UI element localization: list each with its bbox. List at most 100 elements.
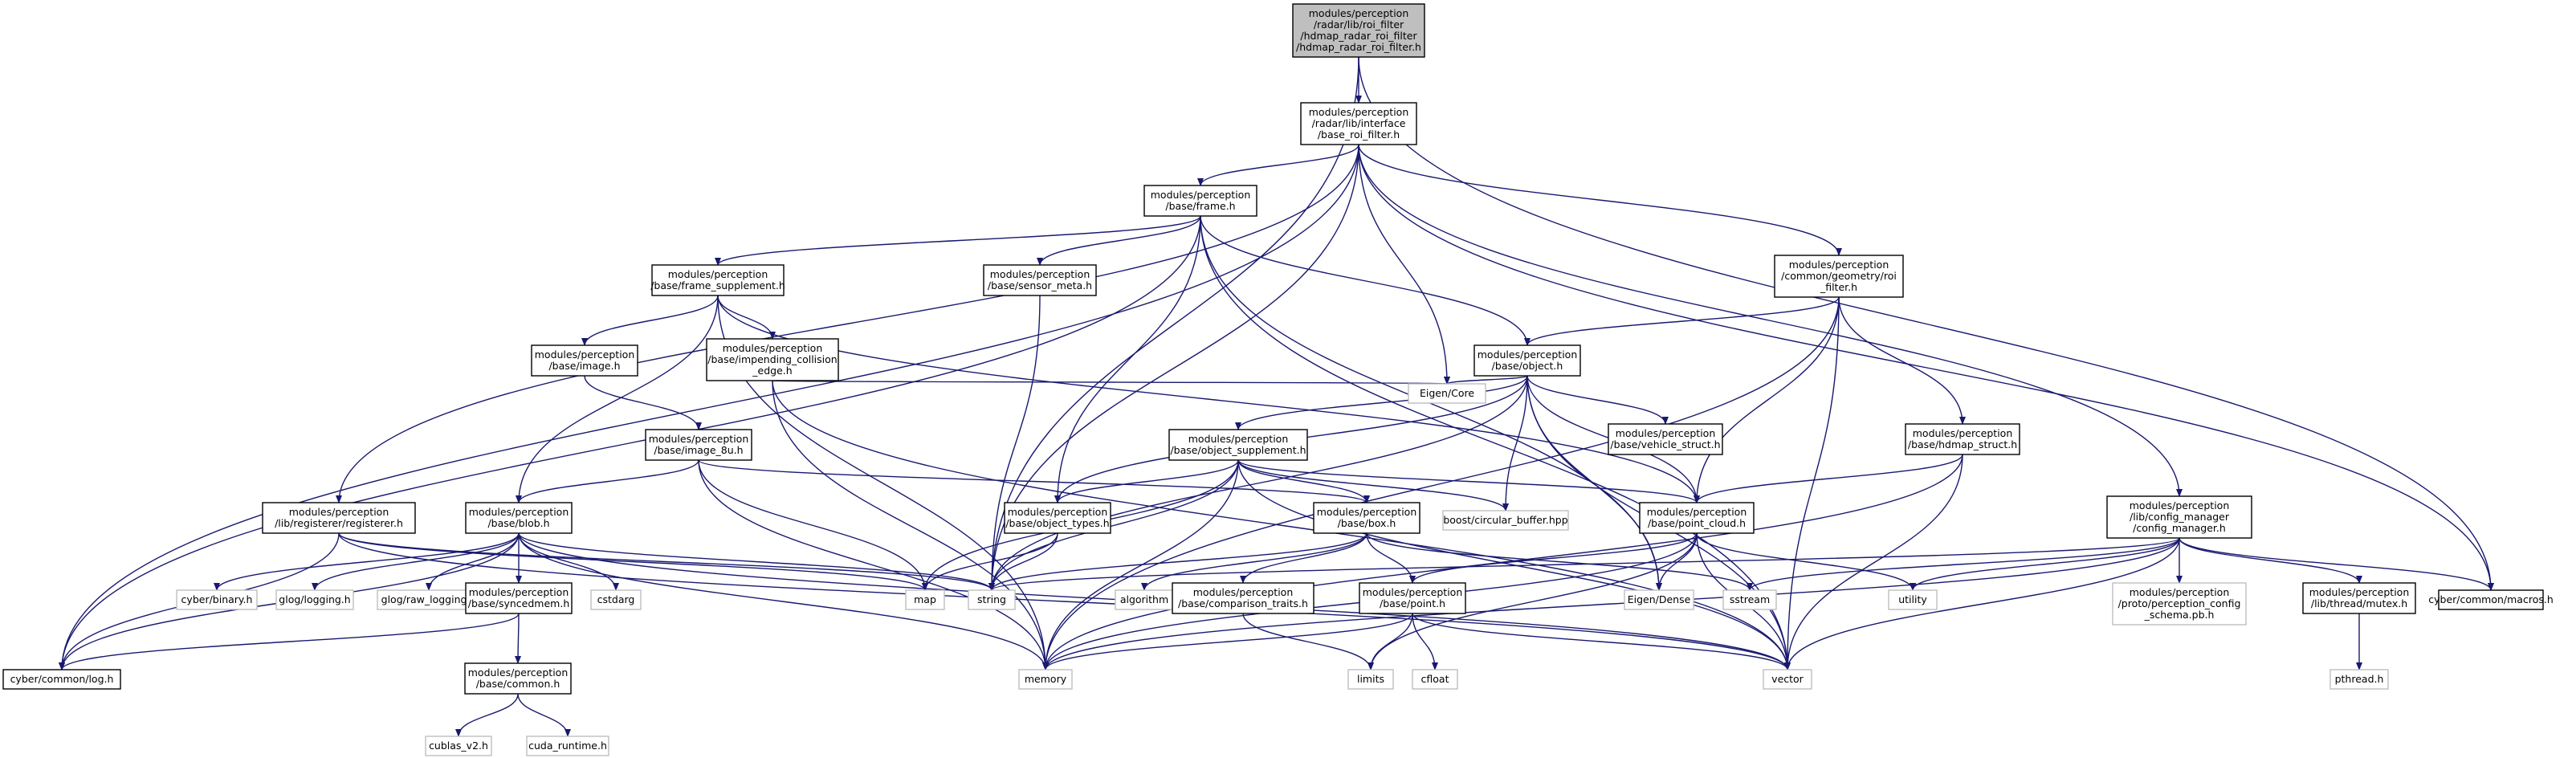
edge-obj-supp-to-circ-buf [1237,459,1509,511]
node-label-line: pthread.h [2335,673,2384,685]
node-mutex[interactable]: modules/perception/lib/thread/mutex.h [2302,582,2416,614]
edge-obj-types-to-string [988,532,1058,591]
node-box [1168,429,1308,461]
node-hdmap-struct[interactable]: modules/perception/base/hdmap_struct.h [1905,423,2020,455]
edge-roi-geom-to-hdmap-struct [1838,296,1966,425]
node-label-line: /base/impending_collision [707,353,837,365]
node-label-line: modules/perception [1913,427,2013,439]
edge-config-mgr-to-mutex [2179,537,2362,584]
edge-base-roi-to-roi-geom [1358,144,1842,256]
node-label-line: modules/perception [990,268,1090,280]
node-cfloat: cfloat [1412,669,1458,690]
node-box [1442,510,1569,531]
edge-image-to-image8u [584,375,702,430]
node-eigen-dense: Eigen/Dense [1624,589,1694,610]
node-label-line: _filter.h [1820,281,1857,293]
node-frame-supp[interactable]: modules/perception/base/frame_supplement… [650,264,785,296]
edge-point-to-limits [1367,613,1413,670]
node-label-line: /base/blob.h [487,517,549,529]
node-box [968,589,1016,610]
node-sensor-meta[interactable]: modules/perception/base/sensor_meta.h [983,264,1097,296]
edge-blob-to-memory [518,532,1049,670]
node-algorithm: algorithm [1115,589,1174,610]
node-label-line: /base/syncedmem.h [468,597,570,609]
node-glog-raw: glog/raw_logging.h [377,589,481,610]
node-label-line: _edge.h [752,365,792,377]
edge-config-mgr-to-vector [1784,537,2180,670]
node-blob[interactable]: modules/perception/base/blob.h [465,502,573,534]
node-roi-geom[interactable]: modules/perception/common/geometry/roi_f… [1774,255,1904,298]
node-box [1888,589,1938,610]
node-base-roi[interactable]: modules/perception/radar/lib/interface/b… [1300,102,1417,145]
node-box [1763,669,1812,690]
node-box [531,344,638,377]
node-box [2112,582,2247,626]
node-box [983,264,1097,296]
edge-obj-supp-to-vector [1237,459,1791,670]
node-box [2106,495,2252,539]
edge-base-roi-to-registerer [336,144,1359,503]
node-comparison[interactable]: modules/perception/base/comparison_trait… [1172,582,1314,614]
edge-point-cloud-to-limits [1367,532,1698,670]
node-label-line: /base/box.h [1338,517,1396,529]
edge-image8u-to-blob [516,459,699,503]
node-obj-supp[interactable]: modules/perception/base/object_supplemen… [1168,429,1308,461]
edge-config-mgr-to-sstream [1747,537,2180,591]
node-box [1292,3,1425,58]
node-box [1774,255,1904,298]
node-label-line: utility [1898,593,1927,605]
node-label-line: modules/perception [649,433,749,445]
edge-base-roi-to-config-mgr [1358,144,2183,497]
edge-box-to-comparison [1240,532,1367,584]
edge-image8u-to-map [698,459,928,591]
node-label-line: /base/frame.h [1165,200,1235,212]
node-box [1905,423,2020,455]
node-box [645,429,752,461]
node-config-mgr[interactable]: modules/perception/lib/config_manager/co… [2106,495,2252,539]
node-point-cloud[interactable]: modules/perception/base/point_cloud.h [1639,502,1755,534]
edge-point-to-cfloat [1412,613,1438,670]
node-label-line: cfloat [1421,673,1449,685]
edge-syncedmem-to-cyber-log [59,613,520,670]
node-image8u[interactable]: modules/perception/base/image_8u.h [645,429,752,461]
node-label-line: map [914,593,936,605]
edge-frame-supp-to-impending [717,295,776,340]
edge-roi-geom-to-memory [1042,296,1840,670]
edge-hdmap-struct-to-point-cloud [1694,454,1963,503]
node-box [176,589,258,610]
node-cyber-macros[interactable]: cyber/common/macros.h [2428,589,2554,610]
node-vector: vector [1763,669,1812,690]
node-box [1018,669,1073,690]
node-label-line: /config_manager.h [2133,522,2226,534]
node-image[interactable]: modules/perception/base/image.h [531,344,638,377]
node-box[interactable]: modules/perception/base/box.h [1313,502,1420,534]
node-label-line: modules/perception [2130,499,2230,511]
edge-blob-to-cstdarg [518,532,619,591]
node-frame[interactable]: modules/perception/base/frame.h [1143,185,1257,217]
node-box [2302,582,2416,614]
node-cyber-log[interactable]: cyber/common/log.h [2,669,121,690]
node-point[interactable]: modules/perception/base/point.h [1359,582,1466,614]
node-label-line: modules/perception [1193,586,1294,598]
node-label-line: modules/perception [468,666,569,679]
edge-roi-geom-to-point-cloud [1694,296,1840,503]
node-label-line: /base/vehicle_struct.h [1610,438,1720,450]
node-box [706,338,839,381]
edge-blob-to-cyber-binary [214,532,520,591]
node-box [1359,582,1466,614]
node-object[interactable]: modules/perception/base/object.h [1473,344,1581,377]
node-label-line: modules/perception [1188,433,1289,445]
node-box [465,582,573,614]
node-label-line: glog/raw_logging.h [381,593,477,605]
node-vehicle[interactable]: modules/perception/base/vehicle_struct.h [1608,423,1723,455]
node-cublas: cublas_v2.h [425,736,492,756]
node-obj-types[interactable]: modules/perception/base/object_types.h [1004,502,1111,534]
node-label-line: /hdmap_radar_roi_filter [1300,30,1417,42]
node-syncedmem[interactable]: modules/perception/base/syncedmem.h [465,582,573,614]
node-impending[interactable]: modules/perception/base/impending_collis… [706,338,839,381]
node-common[interactable]: modules/perception/base/common.h [464,662,572,695]
node-registerer[interactable]: modules/perception/lib/registerer/regist… [262,502,416,534]
node-label-line: modules/perception [1789,259,1889,271]
edge-frame-to-object [1200,215,1531,346]
